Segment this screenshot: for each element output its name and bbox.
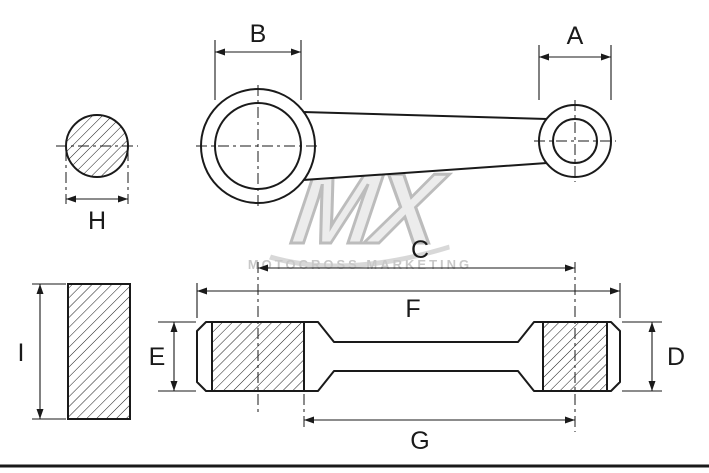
crankpin-circle [65,114,129,178]
dimension-b: B [214,20,302,100]
watermark-caption: MOTOCROSS MARKETING [248,257,472,272]
dimension-h: H [66,195,128,235]
dimension-f: F [196,283,621,323]
dim-label-c: C [411,236,429,264]
dimension-a: A [538,22,612,100]
crankpin-end-view [56,114,138,204]
crankpin-section [67,283,131,420]
dim-label-e: E [149,343,166,371]
rod-side-view [196,262,621,432]
dim-label-f: F [405,295,420,323]
dimension-i: I [18,283,66,420]
dim-label-a: A [567,22,584,50]
dim-label-d: D [667,343,685,371]
dimension-g: G [304,416,575,455]
crankpin-side-view [67,283,131,420]
dim-label-i: I [18,339,25,367]
rod-beam-top [302,111,548,181]
dimension-c: C [258,236,575,272]
dimension-e: E [149,321,196,392]
dimension-d: D [622,321,685,392]
dim-label-g: G [410,427,429,455]
small-end-bore-circle [552,118,598,164]
dim-label-b: B [250,20,267,48]
rod-top-view [196,85,616,207]
dim-label-h: H [88,207,106,235]
